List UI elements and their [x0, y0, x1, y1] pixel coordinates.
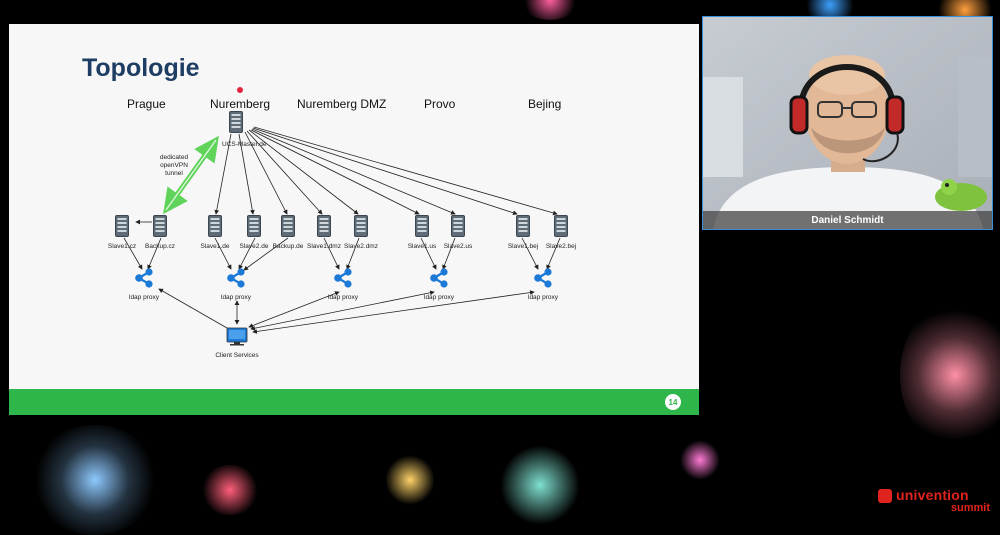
slide-page-number: 14: [665, 394, 681, 410]
server-proxy-arrows: [123, 237, 561, 271]
speaker-video-image: [703, 17, 992, 229]
server-label: Slave1.dmz: [307, 243, 341, 250]
server-icon: [229, 111, 243, 133]
master-server-label: UCS-Master.de: [222, 141, 267, 148]
brand-name: univention: [896, 487, 969, 503]
server-icon: [281, 215, 295, 237]
master-replication-arrows: [135, 126, 558, 225]
server-label: Slave2.dmz: [344, 243, 378, 250]
tunnel-label-line3: tunnel: [165, 170, 183, 177]
server-label: Backup.de: [273, 243, 304, 250]
proxy-label: ldap proxy: [221, 294, 252, 301]
server-icon: [208, 215, 222, 237]
server-label: Slave1.de: [201, 243, 230, 250]
server-icon: [153, 215, 167, 237]
univention-logo-icon: [878, 489, 892, 503]
topology-diagram: UCS-Master.de dedicated openVPN tunnel S…: [108, 111, 576, 359]
share-icon: [533, 268, 553, 288]
proxy-label: ldap proxy: [129, 294, 160, 301]
server-label: Slave1.us: [408, 243, 437, 250]
ldap-proxy-icons: [134, 268, 553, 288]
server-icons: [115, 215, 568, 237]
speaker-webcam-feed: Daniel Schmidt: [702, 16, 993, 230]
server-icon: [415, 215, 429, 237]
brand-subtitle: summit: [950, 502, 990, 514]
location-label-nuremberg: Nuremberg: [210, 97, 271, 111]
slide-footer-bar: 14: [9, 389, 699, 415]
server-icon: [554, 215, 568, 237]
location-label-provo: Provo: [424, 97, 456, 111]
event-brand-logo: univention summit: [878, 487, 992, 519]
client-services-label: Client Services: [215, 352, 259, 359]
location-label-prague: Prague: [127, 97, 166, 111]
tunnel-label-line1: dedicated: [160, 154, 189, 161]
server-icon: [516, 215, 530, 237]
server-icon: [451, 215, 465, 237]
laser-pointer: [237, 87, 243, 93]
server-icon: [115, 215, 129, 237]
server-label: Slave2.de: [240, 243, 269, 250]
server-icon: [354, 215, 368, 237]
share-icon: [333, 268, 353, 288]
server-label: Slave1.cz: [108, 243, 136, 250]
openvpn-tunnel-arrow: [163, 135, 219, 215]
speaker-name-label: Daniel Schmidt: [703, 211, 992, 229]
share-icon: [134, 268, 154, 288]
server-label: Slave2.us: [444, 243, 473, 250]
server-icon: [247, 215, 261, 237]
slide-title: Topologie: [82, 54, 200, 82]
share-icon: [429, 268, 449, 288]
proxy-label: ldap proxy: [424, 294, 455, 301]
location-label-nuremberg-dmz: Nuremberg DMZ: [297, 97, 387, 111]
monitor-icon: [226, 327, 248, 346]
server-label: Backup.cz: [145, 243, 175, 250]
tunnel-label-line2: openVPN: [160, 162, 188, 169]
proxy-label: ldap proxy: [328, 294, 359, 301]
server-icon: [317, 215, 331, 237]
share-icon: [226, 268, 246, 288]
proxy-client-arrows: [158, 288, 535, 334]
location-label-bejing: Bejing: [528, 97, 562, 111]
server-label: Slave2.bej: [546, 243, 576, 250]
server-label: Slave1.bej: [508, 243, 538, 250]
proxy-label: ldap proxy: [528, 294, 559, 301]
presentation-slide: Topologie Prague Nuremberg Nuremberg DMZ…: [9, 24, 699, 415]
